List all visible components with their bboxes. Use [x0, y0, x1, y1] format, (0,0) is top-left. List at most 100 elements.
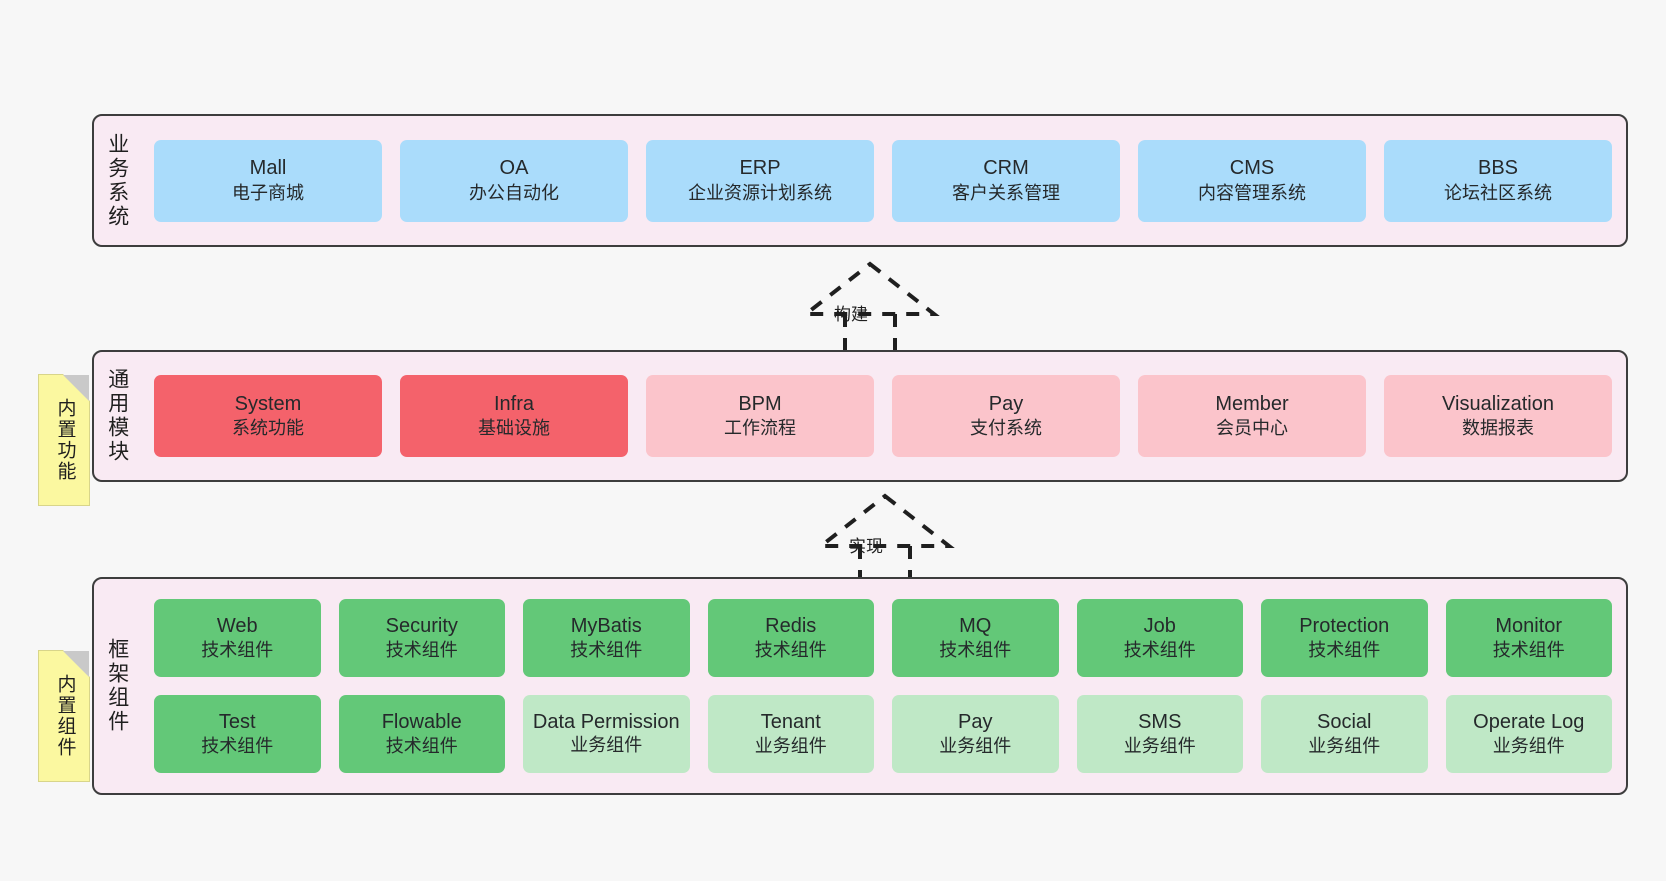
card-title-en: Data Permission [532, 711, 680, 734]
card-title-cn: 业务组件 [754, 736, 827, 757]
card-title-cn: 内容管理系统 [1198, 182, 1306, 203]
card-bpm[interactable]: BPM 工作流程 [646, 375, 874, 457]
card-monitor[interactable]: Monitor 技术组件 [1445, 599, 1612, 677]
card-crm[interactable]: CRM 客户关系管理 [892, 139, 1120, 222]
card-title-en: BBS [1477, 157, 1519, 180]
card-title-cn: 技术组件 [1308, 640, 1381, 661]
layer-business-system: 业务系统 Mall 电子商城 OA 办公自动化 ERP 企业资源计划系统 CRM… [92, 114, 1628, 247]
card-title-cn: 工作流程 [724, 418, 796, 439]
card-title-cn: 技术组件 [754, 640, 827, 661]
card-title-cn: 业务组件 [1308, 736, 1381, 757]
card-title-en: Redis [765, 614, 817, 637]
card-title-cn: 客户关系管理 [952, 182, 1060, 203]
card-title-en: Job [1143, 614, 1176, 637]
card-erp[interactable]: ERP 企业资源计划系统 [646, 139, 874, 222]
card-title-cn: 技术组件 [1492, 640, 1565, 661]
card-title-cn: 电子商城 [232, 182, 304, 203]
card-title-en: OA [499, 157, 529, 180]
card-cms[interactable]: CMS 内容管理系统 [1138, 139, 1366, 222]
card-social[interactable]: Social 业务组件 [1261, 695, 1428, 773]
card-mq[interactable]: MQ 技术组件 [892, 599, 1059, 677]
card-title-en: Flowable [381, 710, 462, 733]
card-title-en: ERP [739, 157, 781, 180]
card-title-en: CRM [983, 157, 1029, 180]
card-title-cn: 业务组件 [1492, 736, 1565, 757]
card-title-cn: 技术组件 [201, 736, 274, 757]
card-title-cn: 企业资源计划系统 [688, 182, 832, 203]
card-title-cn: 业务组件 [1123, 736, 1196, 757]
card-title-cn: 基础设施 [478, 418, 550, 439]
card-title-en: Member [1215, 392, 1289, 415]
card-data-permission[interactable]: Data Permission 业务组件 [523, 695, 690, 773]
card-title-cn: 技术组件 [570, 640, 643, 661]
card-title-cn: 论坛社区系统 [1444, 182, 1552, 203]
card-title-en: Pay [988, 392, 1024, 415]
connector-build: 构建 [790, 258, 950, 354]
card-row: System 系统功能 Infra 基础设施 BPM 工作流程 Pay 支付系统… [154, 375, 1612, 457]
card-oa[interactable]: OA 办公自动化 [400, 139, 628, 222]
card-title-cn: 技术组件 [1123, 640, 1196, 661]
card-title-en: Infra [493, 392, 535, 415]
card-security[interactable]: Security 技术组件 [338, 599, 505, 677]
card-title-en: Pay [958, 710, 993, 733]
layer-framework-components: 框架组件 Web 技术组件 Security 技术组件 MyBatis 技术组件… [92, 577, 1628, 795]
card-mall[interactable]: Mall 电子商城 [154, 139, 382, 222]
card-row: Web 技术组件 Security 技术组件 MyBatis 技术组件 Redi… [154, 599, 1612, 677]
connector-label-implement: 实现 [849, 537, 883, 556]
card-pay-module[interactable]: Pay 支付系统 [892, 375, 1120, 457]
card-flowable[interactable]: Flowable 技术组件 [338, 695, 505, 773]
card-bbs[interactable]: BBS 论坛社区系统 [1384, 139, 1612, 222]
layer-body-modules: System 系统功能 Infra 基础设施 BPM 工作流程 Pay 支付系统… [140, 352, 1626, 480]
card-title-en: Operate Log [1473, 710, 1585, 733]
card-pay-component[interactable]: Pay 业务组件 [892, 695, 1059, 773]
connector-implement: 实现 [805, 490, 965, 586]
note-builtin-components: 内置组件 [38, 650, 90, 782]
card-redis[interactable]: Redis 技术组件 [707, 599, 874, 677]
layer-title-framework: 框架组件 [105, 638, 129, 734]
card-job[interactable]: Job 技术组件 [1076, 599, 1243, 677]
card-title-en: Test [218, 710, 256, 733]
card-operate-log[interactable]: Operate Log 业务组件 [1445, 695, 1612, 773]
note-label: 内置组件 [54, 674, 76, 758]
card-web[interactable]: Web 技术组件 [154, 599, 321, 677]
note-builtin-features: 内置功能 [38, 374, 90, 506]
card-title-cn: 数据报表 [1462, 418, 1534, 439]
card-title-en: MQ [959, 614, 992, 637]
card-row: Mall 电子商城 OA 办公自动化 ERP 企业资源计划系统 CRM 客户关系… [154, 139, 1612, 222]
card-title-cn: 业务组件 [570, 734, 643, 755]
card-title-en: CMS [1229, 157, 1275, 180]
card-member[interactable]: Member 会员中心 [1138, 375, 1366, 457]
card-title-cn: 支付系统 [970, 418, 1042, 439]
note-label: 内置功能 [54, 398, 76, 482]
card-title-cn: 办公自动化 [469, 182, 559, 203]
card-mybatis[interactable]: MyBatis 技术组件 [523, 599, 690, 677]
layer-body-framework: Web 技术组件 Security 技术组件 MyBatis 技术组件 Redi… [140, 579, 1626, 793]
layer-common-modules: 通用模块 System 系统功能 Infra 基础设施 BPM 工作流程 Pay… [92, 350, 1628, 482]
card-protection[interactable]: Protection 技术组件 [1261, 599, 1428, 677]
card-tenant[interactable]: Tenant 业务组件 [707, 695, 874, 773]
card-title-cn: 技术组件 [939, 640, 1012, 661]
card-visualization[interactable]: Visualization 数据报表 [1384, 375, 1612, 457]
card-title-en: MyBatis [570, 614, 642, 637]
card-title-en: Web [216, 614, 258, 637]
card-sms[interactable]: SMS 业务组件 [1076, 695, 1243, 773]
layer-title-modules: 通用模块 [105, 368, 129, 464]
card-title-en: SMS [1138, 710, 1182, 733]
card-test[interactable]: Test 技术组件 [154, 695, 321, 773]
card-title-en: BPM [738, 392, 782, 415]
layer-body-business: Mall 电子商城 OA 办公自动化 ERP 企业资源计划系统 CRM 客户关系… [140, 116, 1626, 245]
card-title-en: Mall [249, 157, 287, 180]
card-title-en: Tenant [760, 710, 821, 733]
card-title-cn: 系统功能 [232, 418, 304, 439]
connector-stem [843, 314, 897, 354]
card-infra[interactable]: Infra 基础设施 [400, 375, 628, 457]
card-title-en: Social [1317, 710, 1372, 733]
card-row: Test 技术组件 Flowable 技术组件 Data Permission … [154, 695, 1612, 773]
card-title-cn: 业务组件 [939, 736, 1012, 757]
card-title-cn: 技术组件 [201, 640, 274, 661]
card-title-en: Monitor [1495, 614, 1563, 637]
card-title-en: Security [385, 614, 458, 637]
card-system[interactable]: System 系统功能 [154, 375, 382, 457]
card-title-en: System [234, 392, 302, 415]
